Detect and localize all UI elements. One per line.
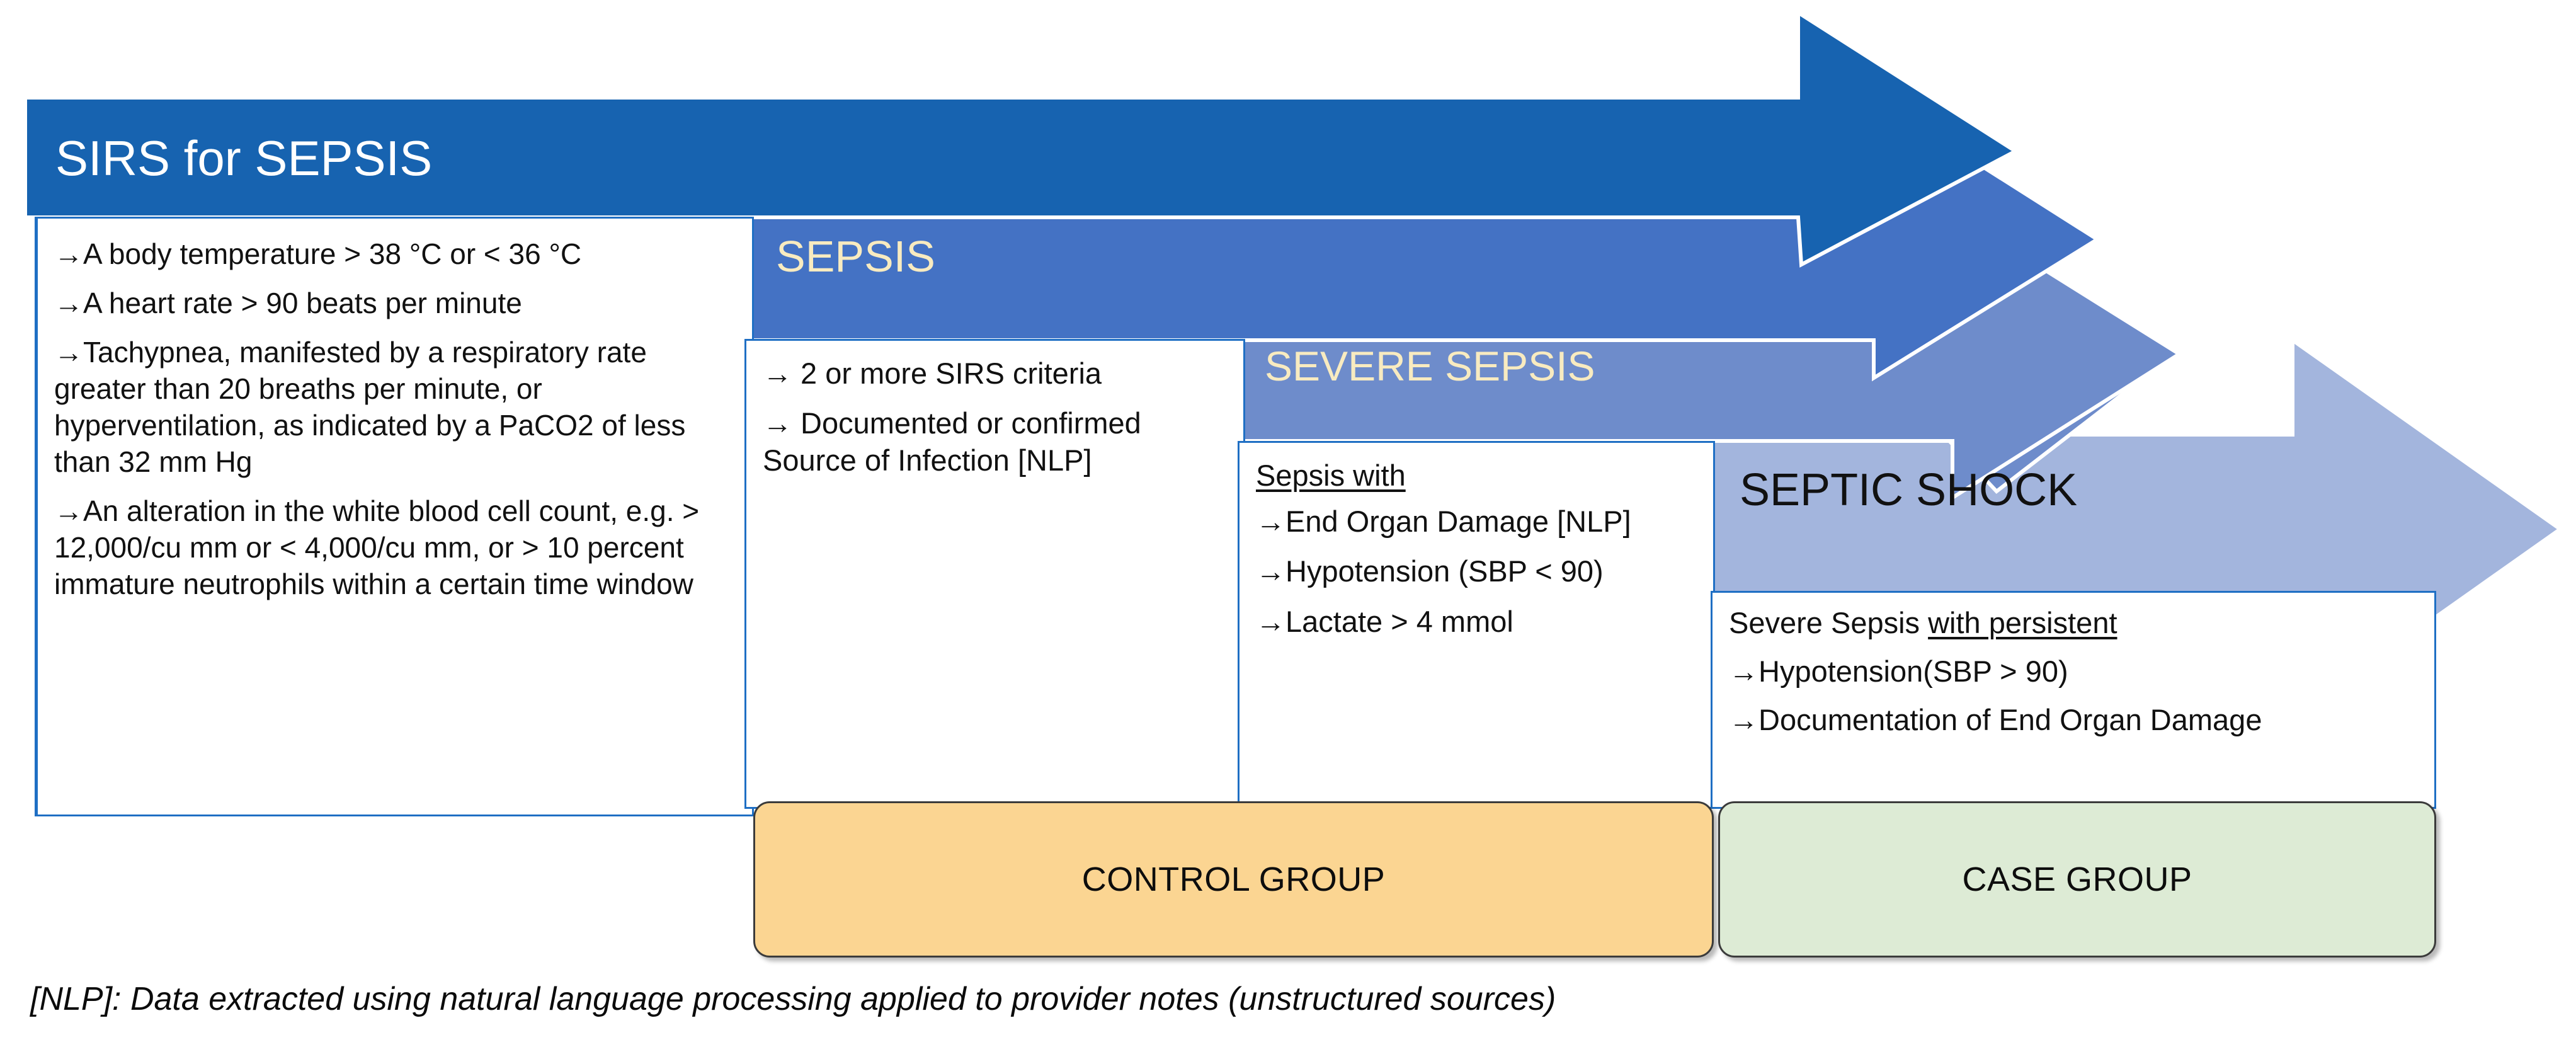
criteria-text: End Organ Damage [NLP] (1285, 505, 1631, 539)
right-arrow-icon: → (1729, 655, 1758, 689)
criteria-item: →Hypotension (SBP < 90) (1256, 552, 1697, 590)
criteria-text: Hypotension (SBP < 90) (1285, 554, 1604, 588)
criteria-text: A body temperature > 38 °C or < 36 °C (83, 237, 582, 270)
right-arrow-icon: → (1256, 604, 1285, 638)
right-arrow-icon: → (54, 286, 83, 319)
criteria-text: Documented or confirmed Source of Infect… (763, 406, 1141, 477)
criteria-item: →An alteration in the white blood cell c… (54, 493, 736, 603)
right-arrow-icon: → (1256, 505, 1285, 539)
criteria-item: →Lactate > 4 mmol (1256, 603, 1697, 640)
right-arrow-icon: → (54, 237, 83, 270)
criteria-item: →A body temperature > 38 °C or < 36 °C (54, 236, 736, 273)
criteria-item: →End Organ Damage [NLP] (1256, 503, 1697, 540)
stage-title-severe-sepsis: SEVERE SEPSIS (1265, 343, 1595, 389)
sepsis-criteria-panel: → 2 or more SIRS criteria → Documented o… (744, 339, 1245, 809)
right-arrow-icon: → (1256, 554, 1285, 588)
right-arrow-icon: → (1729, 703, 1758, 737)
stage-title-sirs: SIRS for SEPSIS (55, 130, 433, 186)
panel-heading-text: Sepsis with (1256, 459, 1406, 492)
criteria-item: → 2 or more SIRS criteria (763, 355, 1227, 392)
panel-heading: Sepsis with (1256, 457, 1697, 494)
criteria-text: Hypotension(SBP > 90) (1758, 655, 2068, 689)
criteria-text: Tachypnea, manifested by a respiratory r… (54, 335, 686, 478)
criteria-text: Documentation of End Organ Damage (1758, 703, 2262, 737)
panel-heading: Severe Sepsis with persistent (1729, 604, 2418, 641)
control-group-box: CONTROL GROUP (753, 801, 1714, 958)
criteria-text: An alteration in the white blood cell co… (54, 494, 700, 600)
criteria-item: →Documentation of End Organ Damage (1729, 701, 2418, 738)
sirs-criteria-panel: →A body temperature > 38 °C or < 36 °C →… (35, 217, 754, 816)
control-group-label: CONTROL GROUP (1081, 860, 1386, 898)
criteria-item: →Tachypnea, manifested by a respiratory … (54, 334, 736, 481)
case-group-box: CASE GROUP (1718, 801, 2436, 958)
septic-shock-criteria-panel: Severe Sepsis with persistent →Hypotensi… (1711, 591, 2436, 809)
criteria-text: A heart rate > 90 beats per minute (83, 286, 522, 319)
right-arrow-icon: → (763, 357, 792, 390)
stage-title-sepsis: SEPSIS (776, 232, 935, 281)
stage-title-septic-shock: SEPTIC SHOCK (1740, 465, 2078, 515)
severe-sepsis-criteria-panel: Sepsis with →End Organ Damage [NLP] →Hyp… (1238, 441, 1715, 809)
panel-heading-emphasis: with persistent (1928, 606, 2117, 639)
criteria-item: → Documented or confirmed Source of Infe… (763, 404, 1227, 479)
right-arrow-icon: → (54, 494, 83, 527)
nlp-footnote: [NLP]: Data extracted using natural lang… (30, 981, 1556, 1017)
panel-heading-prefix: Severe Sepsis (1729, 606, 1929, 639)
criteria-text: 2 or more SIRS criteria (792, 357, 1102, 390)
criteria-item: →A heart rate > 90 beats per minute (54, 285, 736, 322)
criteria-text: Lactate > 4 mmol (1285, 604, 1513, 638)
case-group-label: CASE GROUP (1962, 860, 2192, 898)
right-arrow-icon: → (54, 335, 83, 369)
criteria-item: →Hypotension(SBP > 90) (1729, 653, 2418, 690)
right-arrow-icon: → (763, 406, 792, 440)
